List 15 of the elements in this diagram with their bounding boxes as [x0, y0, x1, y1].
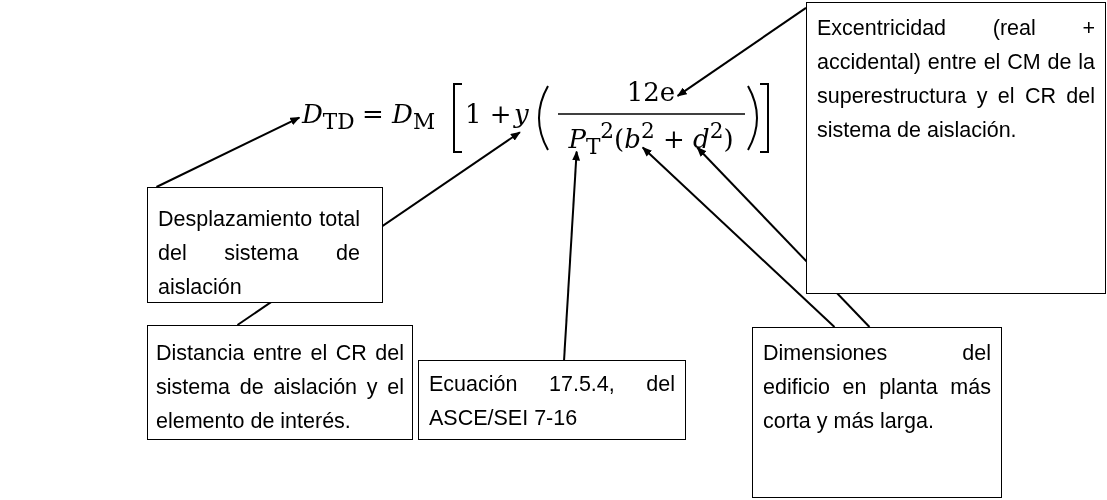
denominator: P$_{T}$$^{2}$(b$^{2}$ + d$^{2}$) [568, 119, 734, 160]
callout-box: Excentricidad (real + accidental) entre el CM de la superestructura y el CR del sistema de aislación. [806, 2, 1106, 294]
leader-line [563, 150, 581, 361]
callout-box: Distancia entre el CR del sistema de aislación y el elemento de interés. [147, 325, 413, 440]
equation-term: D$_{TD}$ [302, 100, 355, 136]
leader-line [155, 116, 301, 188]
equation-term: y [514, 100, 529, 130]
leader-line [641, 146, 836, 328]
equation-term: 1 + [465, 100, 512, 130]
callout-box: Ecuación 17.5.4, del ASCE/SEI 7-16 [418, 360, 686, 440]
equation-term: = D$_{M}$ [362, 100, 436, 136]
callout-box: Desplazamiento total del sistema de aislación [147, 187, 383, 303]
leader-line [676, 6, 807, 97]
numerator: 12e [626, 78, 676, 108]
callout-box: Dimensiones del edificio en planta más corta y más larga. [752, 327, 1002, 498]
